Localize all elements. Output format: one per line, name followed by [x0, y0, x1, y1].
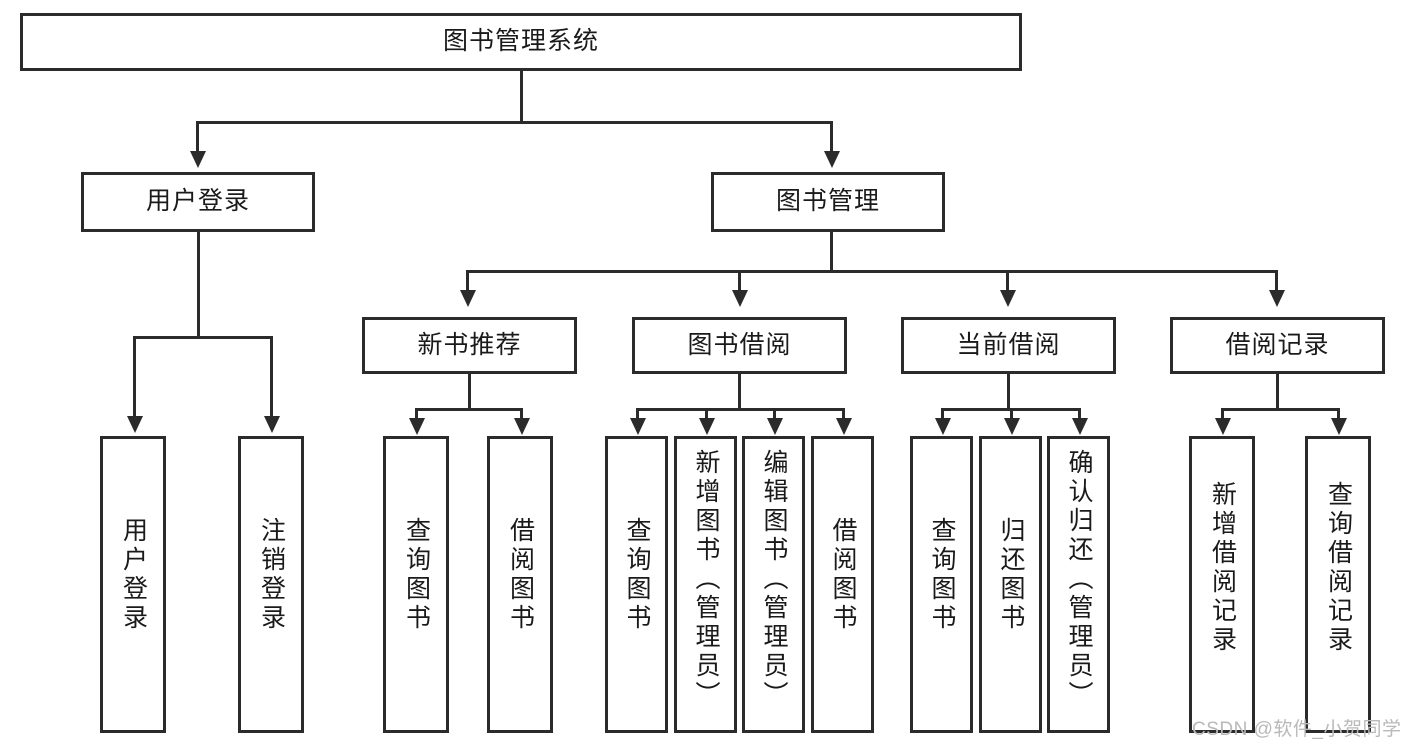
leaf-label: 编辑图书（管理员） [760, 449, 788, 710]
connector-book-borrow-stem [738, 374, 741, 410]
connector-bb-to-leaf-4 [842, 408, 845, 420]
connector-book-mgmt-to-l3-2 [738, 270, 741, 292]
node-label: 图书管理系统 [442, 27, 599, 56]
node-label: 图书管理 [775, 187, 880, 216]
arrowhead-cb-return-book [1003, 418, 1020, 435]
leaf-label: 确认归还（管理员） [1065, 449, 1093, 710]
connector-root-to-book-mgmt [830, 121, 833, 153]
arrowhead-br-query-record [1330, 418, 1347, 435]
node-root-system[interactable]: 图书管理系统 [20, 13, 1022, 71]
node-label: 当前借阅 [956, 330, 1061, 359]
connector-user-login-stem [196, 232, 200, 338]
arrowhead-book-borrow [731, 290, 748, 307]
connector-cb-to-leaf-1 [941, 408, 944, 420]
connector-br-to-leaf-1 [1221, 408, 1224, 420]
node-current-borrow[interactable]: 当前借阅 [901, 317, 1116, 374]
leaf-cb-return-book[interactable]: 归还图书 [979, 436, 1042, 733]
leaf-cb-confirm-return[interactable]: 确认归还（管理员） [1047, 436, 1110, 733]
leaf-nb-borrow-book[interactable]: 借阅图书 [487, 436, 553, 733]
connector-book-mgmt-to-l3-3 [1006, 270, 1009, 292]
connector-br-to-leaf-2 [1337, 408, 1340, 420]
leaf-label: 注销登录 [257, 517, 286, 633]
arrowhead-nb-query-book [408, 418, 425, 435]
connector-book-mgmt-to-l3-4 [1275, 270, 1278, 292]
leaf-user-login[interactable]: 用户登录 [100, 436, 166, 733]
arrowhead-leaf-logout [263, 416, 280, 433]
leaf-label: 查询图书 [623, 517, 651, 633]
leaf-label: 借阅图书 [829, 517, 857, 633]
leaf-nb-query-book[interactable]: 查询图书 [383, 436, 449, 733]
arrowhead-bb-query-book [629, 418, 646, 435]
connector-user-login-to-leaf-1 [133, 336, 136, 418]
leaf-label: 新增借阅记录 [1208, 481, 1237, 655]
arrowhead-book-mgmt [823, 151, 840, 168]
leaf-logout[interactable]: 注销登录 [238, 436, 304, 733]
connector-book-borrow-bus [636, 408, 845, 411]
connector-bb-to-leaf-1 [636, 408, 639, 420]
leaf-label: 用户登录 [119, 517, 148, 633]
arrowhead-bb-borrow-book [835, 418, 852, 435]
connector-current-borrow-stem [1007, 374, 1010, 410]
node-borrow-record[interactable]: 借阅记录 [1170, 317, 1385, 374]
arrowhead-bb-add-book [698, 418, 715, 435]
arrowhead-borrow-record [1268, 290, 1285, 307]
node-label: 用户登录 [145, 187, 250, 216]
leaf-label: 新增图书（管理员） [692, 449, 720, 710]
connector-cb-to-leaf-2 [1010, 408, 1013, 420]
connector-cb-to-leaf-3 [1078, 408, 1081, 420]
node-label: 新书推荐 [417, 330, 522, 359]
arrowhead-new-book-recommend [459, 290, 476, 307]
arrowhead-cb-query-book [934, 418, 951, 435]
node-label: 图书借阅 [687, 330, 792, 359]
leaf-label: 借阅图书 [506, 517, 535, 633]
node-book-management[interactable]: 图书管理 [711, 172, 945, 232]
connector-user-login-to-leaf-2 [270, 336, 273, 418]
arrowhead-br-add-record [1214, 418, 1231, 435]
connector-new-book-to-leaf-1 [415, 408, 418, 420]
leaf-cb-query-book[interactable]: 查询图书 [910, 436, 973, 733]
leaf-label: 查询图书 [928, 517, 956, 633]
connector-book-mgmt-stem [829, 232, 833, 272]
leaf-bb-query-book[interactable]: 查询图书 [605, 436, 668, 733]
arrowhead-current-borrow [999, 290, 1016, 307]
connector-book-mgmt-to-l3-1 [466, 270, 469, 292]
connector-user-login-bus [133, 336, 273, 339]
leaf-bb-add-book[interactable]: 新增图书（管理员） [674, 436, 737, 733]
leaf-br-add-record[interactable]: 新增借阅记录 [1189, 436, 1255, 733]
leaf-bb-borrow-book[interactable]: 借阅图书 [811, 436, 874, 733]
connector-new-book-stem [468, 374, 471, 410]
arrowhead-cb-confirm-return [1071, 418, 1088, 435]
connector-root-bus [196, 121, 833, 124]
leaf-bb-edit-book[interactable]: 编辑图书（管理员） [742, 436, 805, 733]
connector-root-stem [519, 71, 523, 123]
node-label: 借阅记录 [1225, 330, 1330, 359]
node-book-borrow[interactable]: 图书借阅 [632, 317, 847, 374]
connector-bb-to-leaf-2 [705, 408, 708, 420]
connector-new-book-bus [415, 408, 523, 411]
leaf-label: 查询借阅记录 [1324, 481, 1353, 655]
leaf-br-query-record[interactable]: 查询借阅记录 [1305, 436, 1371, 733]
connector-root-to-user-login [196, 121, 199, 153]
node-user-login[interactable]: 用户登录 [81, 172, 315, 232]
arrowhead-bb-edit-book [766, 418, 783, 435]
arrowhead-user-login [189, 151, 206, 168]
arrowhead-leaf-user-login [126, 416, 143, 433]
arrowhead-nb-borrow-book [513, 418, 530, 435]
node-new-book-recommend[interactable]: 新书推荐 [362, 317, 577, 374]
connector-borrow-record-bus [1221, 408, 1340, 411]
connector-new-book-to-leaf-2 [520, 408, 523, 420]
leaf-label: 归还图书 [997, 517, 1025, 633]
connector-borrow-record-stem [1276, 374, 1279, 410]
leaf-label: 查询图书 [402, 517, 431, 633]
connector-bb-to-leaf-3 [773, 408, 776, 420]
connector-book-mgmt-bus [466, 270, 1278, 273]
